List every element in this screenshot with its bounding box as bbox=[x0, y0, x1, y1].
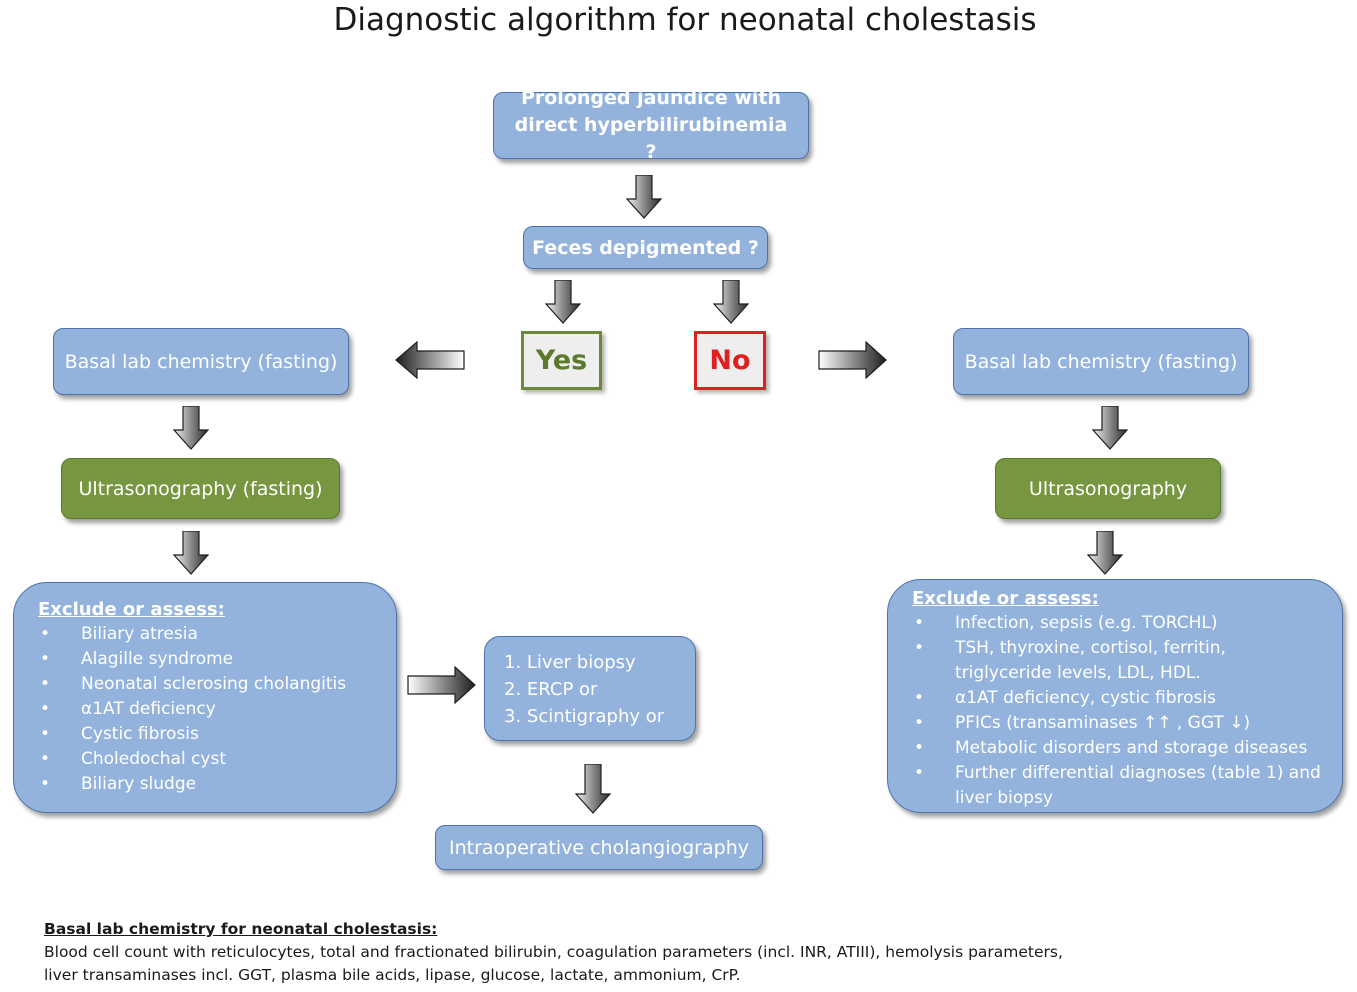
left-assess-item: α1AT deficiency bbox=[38, 697, 386, 722]
footer-heading: Basal lab chemistry for neonatal cholest… bbox=[44, 920, 438, 938]
arrow-down-1 bbox=[626, 175, 662, 219]
right-ultrasonography-text: Ultrasonography bbox=[1028, 477, 1188, 500]
arrow-down-intraop bbox=[575, 764, 611, 814]
procedure-item: 2. ERCP or bbox=[504, 679, 598, 700]
procedures-box: 1. Liver biopsy 2. ERCP or 3. Scintigrap… bbox=[484, 636, 696, 741]
right-assess-item: Further differential diagnoses (table 1)… bbox=[912, 761, 1332, 811]
jaundice-question-text: Prolonged jaundice with direct hyperbili… bbox=[514, 87, 788, 163]
arrow-right-no bbox=[818, 341, 887, 379]
intraoperative-text: Intraoperative cholangiography bbox=[449, 836, 749, 859]
left-assess-item: Biliary atresia bbox=[38, 622, 386, 647]
left-assess-list: Biliary atresia Alagille syndrome Neonat… bbox=[38, 622, 386, 797]
left-assess-item: Biliary sludge bbox=[38, 772, 386, 797]
left-assess-item: Neonatal sclerosing cholangitis bbox=[38, 672, 386, 697]
arrow-down-no bbox=[713, 280, 749, 324]
right-ultrasonography-box: Ultrasonography bbox=[995, 458, 1221, 519]
left-assess-item: Cystic fibrosis bbox=[38, 722, 386, 747]
right-assess-box: Exclude or assess: Infection, sepsis (e.… bbox=[887, 579, 1343, 813]
right-assess-item: Infection, sepsis (e.g. TORCHL) bbox=[912, 611, 1332, 636]
procedures-list: 1. Liver biopsy 2. ERCP or 3. Scintigrap… bbox=[504, 649, 695, 730]
arrow-right-procedures bbox=[407, 666, 476, 704]
left-ultrasonography-box: Ultrasonography (fasting) bbox=[61, 458, 340, 519]
arrow-down-left-2 bbox=[173, 531, 209, 575]
right-assess-item: Metabolic disorders and storage diseases bbox=[912, 736, 1332, 761]
left-assess-item: Choledochal cyst bbox=[38, 747, 386, 772]
left-assess-box: Exclude or assess: Biliary atresia Alagi… bbox=[13, 582, 397, 813]
yes-decision: Yes bbox=[521, 331, 602, 390]
arrow-down-yes bbox=[545, 280, 581, 324]
procedure-item: 3. Scintigraphy or bbox=[504, 706, 665, 727]
footer-line-1: Blood cell count with reticulocytes, tot… bbox=[44, 943, 1063, 961]
feces-question-text: Feces depigmented ? bbox=[532, 236, 759, 259]
diagram-title: Diagnostic algorithm for neonatal choles… bbox=[333, 2, 1037, 38]
intraoperative-box: Intraoperative cholangiography bbox=[435, 825, 763, 870]
footer-notes: Basal lab chemistry for neonatal cholest… bbox=[44, 918, 1063, 987]
right-assess-list: Infection, sepsis (e.g. TORCHL) TSH, thy… bbox=[912, 611, 1332, 811]
right-basal-lab-text: Basal lab chemistry (fasting) bbox=[964, 350, 1238, 373]
left-basal-lab-box: Basal lab chemistry (fasting) bbox=[53, 328, 349, 395]
no-decision: No bbox=[694, 331, 766, 390]
right-assess-item: PFICs (transaminases ↑↑ , GGT ↓) bbox=[912, 711, 1332, 736]
procedure-item: 1. Liver biopsy bbox=[504, 652, 636, 673]
footer-line-2: liver transaminases incl. GGT, plasma bi… bbox=[44, 966, 741, 984]
right-assess-heading: Exclude or assess: bbox=[912, 588, 1099, 609]
left-basal-lab-text: Basal lab chemistry (fasting) bbox=[64, 350, 338, 373]
no-label: No bbox=[709, 345, 751, 376]
arrow-left-yes bbox=[395, 341, 465, 379]
arrow-down-right-1 bbox=[1092, 406, 1128, 450]
left-assess-heading: Exclude or assess: bbox=[38, 599, 225, 620]
right-basal-lab-box: Basal lab chemistry (fasting) bbox=[953, 328, 1249, 395]
right-assess-item: TSH, thyroxine, cortisol, ferritin, trig… bbox=[912, 636, 1332, 686]
right-assess-item: α1AT deficiency, cystic fibrosis bbox=[912, 686, 1332, 711]
arrow-down-left-1 bbox=[173, 406, 209, 450]
arrow-down-right-2 bbox=[1087, 531, 1123, 575]
jaundice-question-box: Prolonged jaundice with direct hyperbili… bbox=[493, 87, 809, 163]
left-assess-item: Alagille syndrome bbox=[38, 647, 386, 672]
left-ultrasonography-text: Ultrasonography (fasting) bbox=[78, 477, 323, 500]
feces-question-box: Feces depigmented ? bbox=[523, 226, 768, 269]
yes-label: Yes bbox=[535, 345, 588, 376]
